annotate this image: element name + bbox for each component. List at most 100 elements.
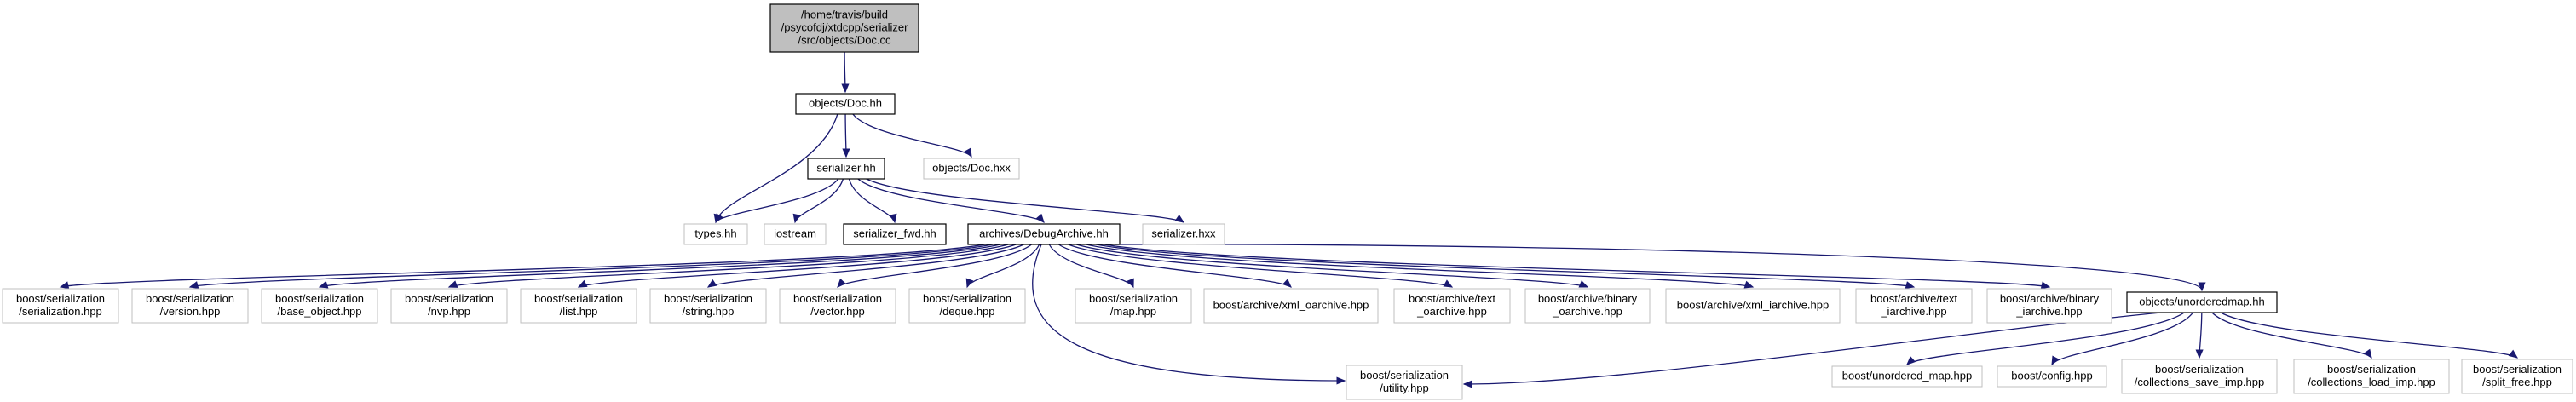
node-box [1075, 288, 1192, 324]
edge-line [2051, 312, 2193, 365]
node-label-line: serializer.hh [816, 162, 875, 175]
node-b-serialization: boost/serialization/serialization.hpp [2, 288, 119, 324]
node-label-line: boost/serialization [405, 292, 493, 305]
edge-line [837, 244, 1032, 288]
node-label-line: /serialization.hpp [19, 305, 102, 318]
edge-arrowhead [889, 213, 897, 224]
node-box [1665, 288, 1841, 324]
edge-debug_archive_hh-to-b_map [1048, 244, 1134, 289]
edge-arrowhead [1336, 376, 1346, 385]
edge-unorderedmap_hh-to-b_config [2051, 312, 2193, 366]
edge-line [189, 244, 994, 288]
node-box [390, 288, 508, 324]
node-serializer-fwd-hh[interactable]: serializer_fwd.hh [843, 223, 947, 245]
node-serializer-hxx: serializer.hxx [1142, 223, 1225, 245]
edge-debug_archive_hh-to-b_base_object [318, 244, 1001, 289]
node-b-utility: boost/serialization/utility.hpp [1346, 365, 1463, 400]
edge-line [60, 244, 985, 288]
edge-arrowhead [841, 83, 850, 94]
node-debug-archive-hh[interactable]: archives/DebugArchive.hh [967, 223, 1121, 245]
node-b-text-iarchive: boost/archive/text_iarchive.hpp [1855, 288, 1973, 324]
node-label-line: boost/serialization [275, 292, 364, 305]
edge-line [1086, 244, 1754, 288]
edge-debug_archive_hh-to-unorderedmap_hh [1114, 244, 2206, 292]
edge-unorderedmap_hh-to-b_split_free [2220, 312, 2519, 359]
edge-serializer_hh-to-types_hh [715, 178, 839, 224]
edge-debug_archive_hh-to-b_text_iarchive [1096, 244, 1916, 290]
nodes-layer: /home/travis/build/psycofdj/xtdcpp/seria… [2, 3, 2573, 400]
node-label-line: objects/Doc.hh [809, 97, 882, 110]
node-b-binary-oarchive: boost/archive/binary_oarchive.hpp [1524, 288, 1651, 324]
node-box [2121, 359, 2278, 394]
node-label-line: boost/archive/xml_iarchive.hpp [1677, 299, 1829, 312]
node-unorderedmap-hh[interactable]: objects/unorderedmap.hh [2126, 291, 2278, 313]
edge-arrowhead [1174, 214, 1185, 223]
node-doc-cc[interactable]: /home/travis/build/psycofdj/xtdcpp/seria… [769, 3, 919, 53]
edge-arrowhead [965, 278, 974, 289]
node-b-string: boost/serialization/string.hpp [649, 288, 767, 324]
edge-serializer_hh-to-iostream [792, 178, 844, 224]
edge-arrowhead [318, 280, 329, 289]
edge-line [1058, 244, 1292, 288]
edge-line [578, 244, 1017, 288]
node-box [1855, 288, 1973, 324]
node-doc-hxx: objects/Doc.hxx [923, 158, 1020, 180]
edge-arrowhead [59, 281, 70, 290]
node-b-config: boost/config.hpp [1997, 365, 2107, 388]
node-label-line: objects/unorderedmap.hh [2139, 296, 2264, 308]
node-b-xml-iarchive: boost/archive/xml_iarchive.hpp [1665, 288, 1841, 324]
node-label-line: _oarchive.hpp [1416, 305, 1487, 318]
edge-line [319, 244, 1001, 288]
node-label-line: boost/archive/text [1870, 292, 1957, 305]
edge-arrowhead [2195, 349, 2204, 359]
edge-line [857, 178, 1045, 223]
edge-arrowhead [1127, 278, 1134, 289]
node-label-line: /string.hpp [683, 305, 735, 318]
node-box [131, 288, 249, 324]
edge-serializer_hh-to-serializer_hxx [866, 178, 1185, 223]
node-box [807, 158, 885, 180]
node-label-line: boost/serialization [664, 292, 752, 305]
edge-debug_archive_hh-to-b_text_oarchive [1068, 244, 1454, 288]
node-label-line: _oarchive.hpp [1552, 305, 1622, 318]
node-label-line: boost/archive/binary [2000, 292, 2100, 305]
node-box [795, 93, 896, 115]
node-box [1997, 365, 2107, 388]
node-b-deque: boost/serialization/deque.hpp [908, 288, 1026, 324]
edge-debug_archive_hh-to-b_utility [1032, 244, 1346, 385]
edge-unorderedmap_hh-to-b_collections_save [2195, 312, 2204, 359]
edge-doc_hh-to-serializer_hh [842, 113, 850, 158]
edge-arrowhead [837, 278, 846, 288]
node-doc-hh[interactable]: objects/Doc.hh [795, 93, 896, 115]
edge-debug_archive_hh-to-b_nvp [447, 244, 1009, 288]
edge-serializer_hh-to-debug_archive_hh [857, 178, 1045, 223]
node-serializer-hh[interactable]: serializer.hh [807, 158, 885, 180]
edge-debug_archive_hh-to-b_vector [837, 244, 1032, 288]
node-label-line: boost/archive/binary [1538, 292, 1638, 305]
node-label-line: /collections_save_imp.hpp [2135, 376, 2264, 388]
node-b-binary-iarchive: boost/archive/binary_iarchive.hpp [1986, 288, 2112, 324]
edge-arrowhead [577, 279, 588, 288]
edge-line [852, 113, 972, 158]
edge-arrowhead [2040, 281, 2051, 290]
node-box [2461, 359, 2573, 394]
node-box [261, 288, 378, 324]
node-label-line: boost/serialization [1089, 292, 1178, 305]
node-b-nvp: boost/serialization/nvp.hpp [390, 288, 508, 324]
edge-debug_archive_hh-to-b_xml_oarchive [1058, 244, 1292, 288]
edge-line [1068, 244, 1453, 288]
node-b-split-free: boost/serialization/split_free.hpp [2461, 359, 2573, 394]
edge-arrowhead [188, 281, 199, 289]
node-label-line: boost/serialization [534, 292, 623, 305]
node-box [779, 288, 896, 324]
node-label-line: _iarchive.hpp [1880, 305, 1946, 318]
edge-arrowhead [2198, 282, 2206, 292]
node-label-line: boost/archive/xml_oarchive.hpp [1213, 299, 1369, 312]
edge-arrowhead [447, 280, 458, 288]
edge-line [715, 113, 838, 223]
node-label-line: archives/DebugArchive.hh [979, 227, 1109, 240]
node-box [923, 158, 1020, 180]
node-label-line: boost/serialization [2473, 363, 2562, 376]
edge-line [1096, 244, 1915, 288]
edge-unorderedmap_hh-to-b_collections_load [2211, 312, 2372, 359]
